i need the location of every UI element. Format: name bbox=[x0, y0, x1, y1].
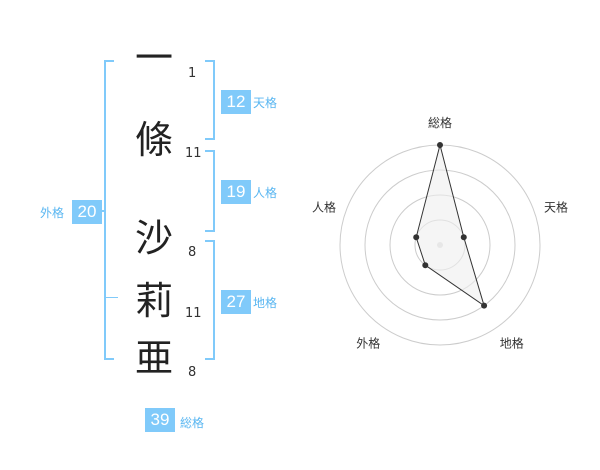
radar-point-5 bbox=[413, 234, 420, 241]
stroke-count-5: 8 bbox=[188, 365, 197, 380]
ten-label: 天格 bbox=[253, 96, 278, 110]
name-char-1: 一 bbox=[134, 36, 173, 80]
jin-label: 人格 bbox=[253, 186, 278, 200]
stroke-count-3: 8 bbox=[188, 245, 197, 260]
ten-bracket bbox=[205, 60, 215, 140]
stroke-count-2: 11 bbox=[185, 146, 202, 161]
radar-axis-label-5: 人格 bbox=[312, 199, 336, 214]
radar-point-4 bbox=[422, 262, 429, 269]
radar-axis-label-4: 外格 bbox=[356, 336, 380, 351]
radar-axis-label-3: 地格 bbox=[500, 336, 524, 351]
name-char-5: 亜 bbox=[134, 336, 173, 380]
gai-label: 外格 bbox=[40, 206, 65, 220]
gai-badge: 20 bbox=[72, 200, 102, 224]
radar-data-polygon bbox=[415, 144, 485, 307]
name-char-3: 沙 bbox=[134, 216, 173, 260]
chi-badge: 27 bbox=[221, 290, 251, 314]
name-char-2: 條 bbox=[134, 118, 173, 162]
so-label: 総格 bbox=[180, 416, 205, 430]
radar-axis-label-1: 総格 bbox=[428, 115, 452, 130]
jin-bracket bbox=[205, 150, 215, 232]
radar-axis-label-2: 天格 bbox=[544, 199, 568, 214]
ten-badge: 12 bbox=[221, 90, 251, 114]
gai-connector bbox=[99, 210, 106, 212]
so-badge: 39 bbox=[145, 408, 175, 432]
stroke-count-4: 11 bbox=[185, 306, 202, 321]
gai-bracket-divider bbox=[104, 297, 118, 298]
radar-point-3 bbox=[481, 302, 488, 309]
chi-label: 地格 bbox=[253, 296, 278, 310]
radar-point-1 bbox=[437, 142, 443, 148]
chi-bracket bbox=[205, 240, 215, 360]
stroke-count-1: 1 bbox=[188, 66, 197, 81]
name-char-4: 莉 bbox=[134, 279, 173, 323]
radar-point-2 bbox=[460, 234, 467, 241]
jin-badge: 19 bbox=[221, 180, 251, 204]
